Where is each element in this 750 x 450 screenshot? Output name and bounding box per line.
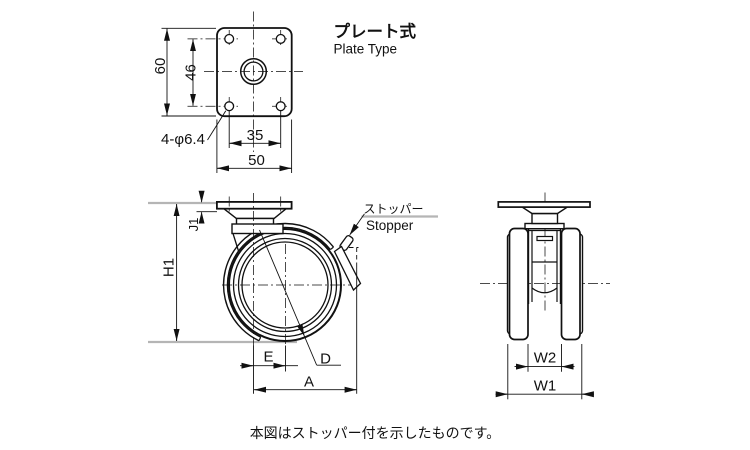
dimension-60: 60 [152, 27, 216, 117]
stopper-lever [333, 235, 362, 292]
stem-flange [519, 206, 570, 215]
dim-label-h1: H1 [161, 258, 178, 277]
dim-label-w1: W1 [534, 378, 557, 395]
stem [531, 212, 559, 225]
mount-hole [224, 33, 235, 44]
collar [524, 222, 565, 230]
dimension-35: 35 [228, 111, 282, 148]
dimension-w1: W1 [495, 344, 594, 400]
title-en: Plate Type [334, 42, 398, 57]
diameter-leader: D [259, 229, 341, 368]
stopper-label-jp: ストッパー [364, 202, 424, 216]
mount-plate-front [497, 201, 591, 208]
left-wheel [508, 227, 529, 341]
dimension-h1: H1 [161, 204, 180, 341]
center-hub [527, 229, 562, 304]
dim-label-w2: W2 [534, 350, 557, 367]
title-jp: プレート式 [334, 21, 417, 41]
right-wheel [560, 227, 581, 341]
plate-outline [216, 27, 293, 118]
mount-hole [275, 33, 286, 44]
mount-hole [275, 101, 286, 112]
dim-label-35: 35 [247, 127, 264, 144]
dimension-46: 46 [183, 39, 200, 106]
hole-spec-label: 4-φ6.4 [161, 131, 205, 148]
dimension-a: A [254, 265, 358, 394]
dim-label-46: 46 [183, 64, 200, 81]
dim-label-60: 60 [152, 58, 169, 75]
dim-label-50: 50 [248, 152, 265, 169]
dimension-j1: J1 [186, 190, 217, 232]
center-boss-inner [243, 61, 264, 82]
dim-label-j1: J1 [186, 218, 201, 232]
caption-text: 本図はストッパー付を示したものです。 [250, 425, 501, 441]
dimension-w2: W2 [514, 344, 575, 372]
dim-label-d: D [320, 351, 331, 368]
stopper-callout: ストッパー Stopper [349, 202, 424, 236]
dimension-50: 50 [216, 119, 293, 173]
mount-hole [224, 101, 235, 112]
dim-label-e: E [263, 349, 273, 366]
plate-top-view: 60 46 4-φ6.4 35 50 [152, 11, 303, 173]
mount-plate-side [215, 200, 293, 210]
dim-label-a: A [304, 374, 314, 391]
stopper-label-en: Stopper [366, 218, 414, 233]
stopper-pedal [333, 245, 362, 292]
caster-front-view: W2 W1 [480, 192, 610, 400]
drawing-title: プレート式 Plate Type [334, 21, 417, 57]
center-boss-outer [239, 57, 268, 86]
dimension-e: E [240, 345, 298, 394]
caster-side-view: D ストッパー Stopper H1 J1 [148, 190, 438, 394]
